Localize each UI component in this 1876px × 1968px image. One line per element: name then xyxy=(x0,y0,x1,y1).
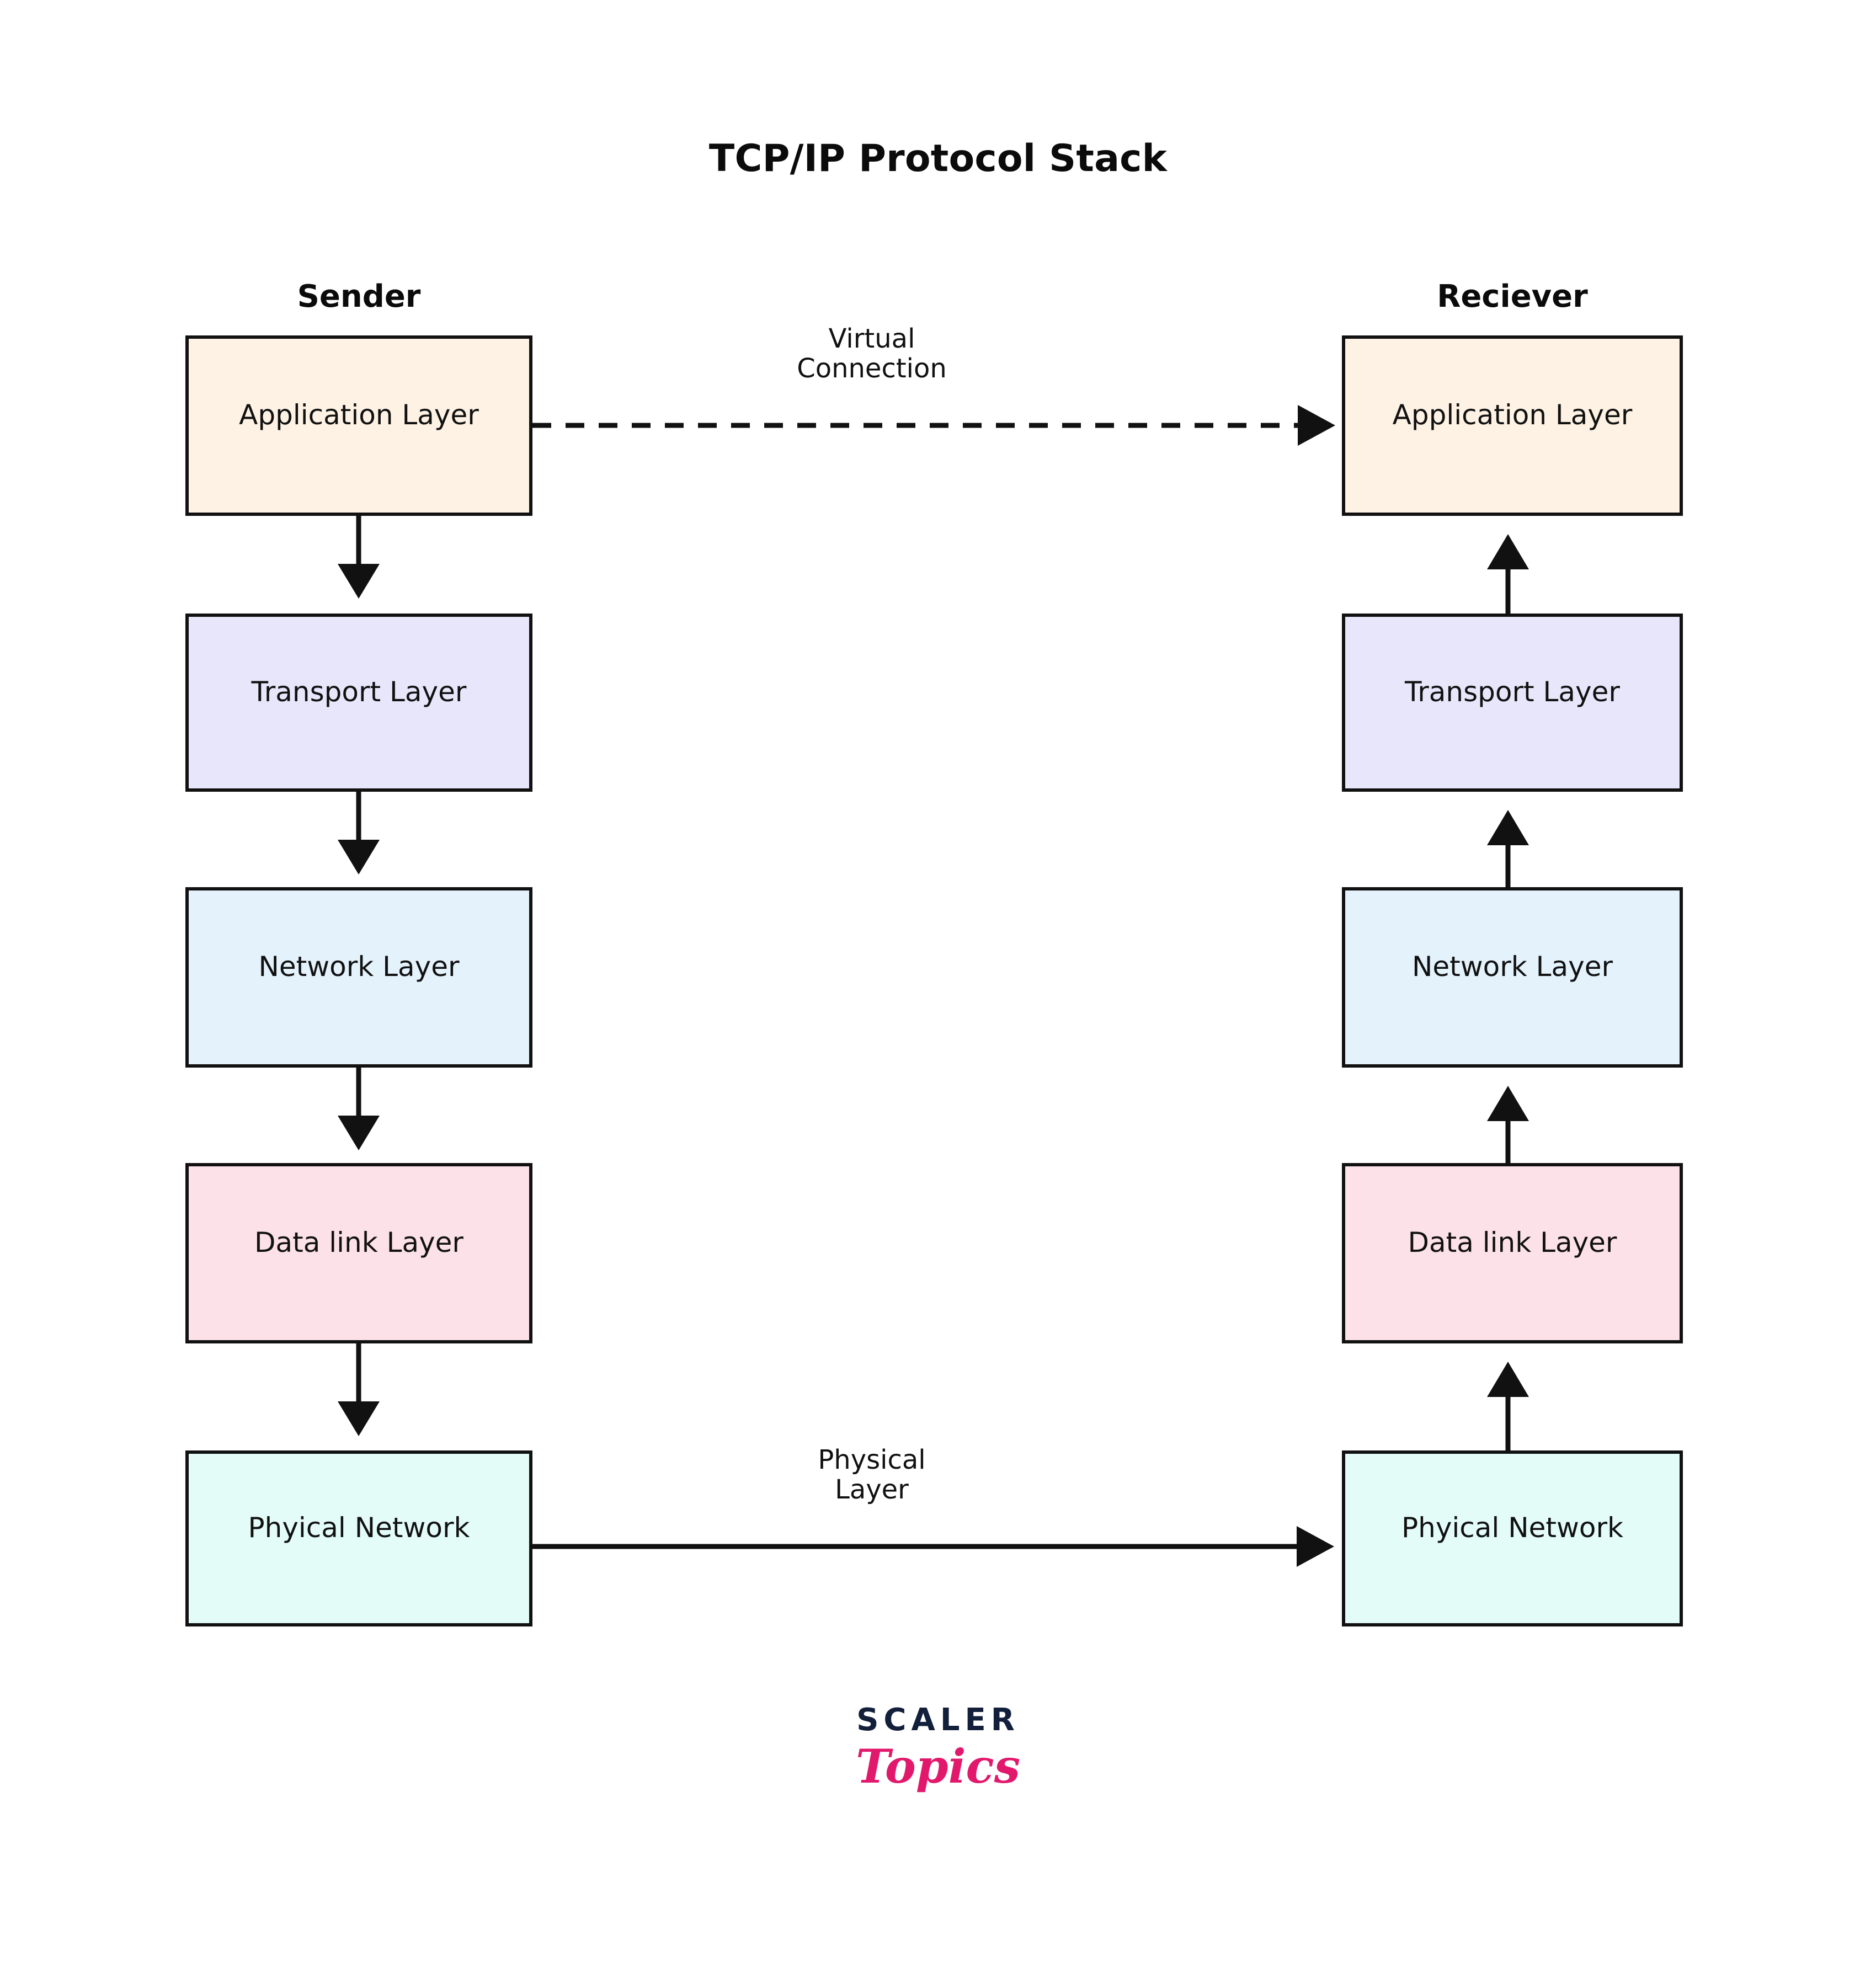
sender-arrow-application-to-transport xyxy=(338,516,380,599)
sender-layer-box-datalink[interactable]: Data link Layer xyxy=(185,1163,532,1343)
virtual-connection-arrow xyxy=(532,405,1335,446)
logo-scaler-text: SCALER xyxy=(856,1702,1020,1738)
sender-layer-box-network[interactable]: Network Layer xyxy=(185,887,532,1068)
sender-layer-label-application: Application Layer xyxy=(239,399,479,431)
receiver-layer-label-network: Network Layer xyxy=(1411,951,1613,983)
receiver-arrow-network-to-transport xyxy=(1487,810,1529,887)
receiver-layer-box-transport[interactable]: Transport Layer xyxy=(1342,614,1683,792)
sender-layer-box-transport[interactable]: Transport Layer xyxy=(185,614,532,792)
logo-topics-text: Topics xyxy=(856,1739,1020,1794)
sender-arrow-transport-to-network xyxy=(338,792,380,874)
receiver-layer-box-application[interactable]: Application Layer xyxy=(1342,335,1683,516)
scaler-topics-logo: SCALER Topics xyxy=(0,1702,1876,1794)
virtual-connection-label-line2: Connection xyxy=(797,353,947,384)
physical-layer-arrow xyxy=(532,1526,1334,1567)
physical-layer-label-line1: Physical xyxy=(818,1444,926,1475)
receiver-layer-label-datalink: Data link Layer xyxy=(1408,1226,1617,1258)
column-header-sender: Sender xyxy=(297,279,421,314)
sender-layer-box-physical[interactable]: Phyical Network xyxy=(185,1450,532,1626)
page-title: TCP/IP Protocol Stack xyxy=(708,137,1168,180)
physical-layer-label-line2: Layer xyxy=(835,1474,909,1505)
receiver-layer-label-application: Application Layer xyxy=(1392,399,1633,431)
receiver-layer-box-physical[interactable]: Phyical Network xyxy=(1342,1450,1683,1626)
receiver-layer-label-transport: Transport Layer xyxy=(1405,676,1620,708)
sender-layer-label-physical: Phyical Network xyxy=(248,1512,470,1544)
sender-arrow-datalink-to-physical xyxy=(338,1343,380,1436)
receiver-layer-box-datalink[interactable]: Data link Layer xyxy=(1342,1163,1683,1343)
receiver-arrow-transport-to-application xyxy=(1487,534,1529,614)
physical-layer-label: Physical Layer xyxy=(679,1444,1065,1505)
sender-arrow-network-to-datalink xyxy=(338,1068,380,1150)
column-header-receiver: Reciever xyxy=(1437,279,1588,314)
sender-layer-label-network: Network Layer xyxy=(258,951,460,983)
receiver-arrow-datalink-to-network xyxy=(1487,1086,1529,1163)
receiver-arrow-physical-to-datalink xyxy=(1487,1362,1529,1450)
receiver-layer-label-physical: Phyical Network xyxy=(1401,1512,1623,1544)
receiver-layer-box-network[interactable]: Network Layer xyxy=(1342,887,1683,1068)
sender-layer-label-datalink: Data link Layer xyxy=(254,1226,463,1258)
virtual-connection-label-line1: Virtual xyxy=(828,323,915,354)
virtual-connection-label: Virtual Connection xyxy=(679,324,1065,384)
sender-layer-box-application[interactable]: Application Layer xyxy=(185,335,532,516)
sender-layer-label-transport: Transport Layer xyxy=(251,676,467,708)
